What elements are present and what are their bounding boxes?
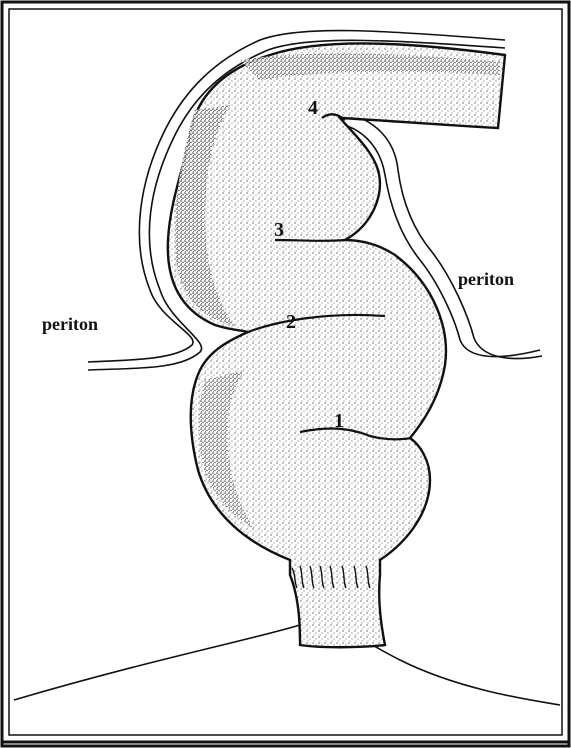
label-valve-1: 1 — [334, 410, 344, 432]
pelvic-floor-line — [14, 623, 560, 705]
label-periton-left: periton — [42, 314, 98, 334]
fold-3-line — [275, 240, 345, 241]
label-valve-3: 3 — [274, 219, 284, 241]
label-valve-4: 4 — [308, 97, 318, 119]
label-valve-2: 2 — [286, 311, 296, 333]
rectum-body — [168, 43, 505, 647]
label-periton-right: periton — [458, 269, 514, 289]
